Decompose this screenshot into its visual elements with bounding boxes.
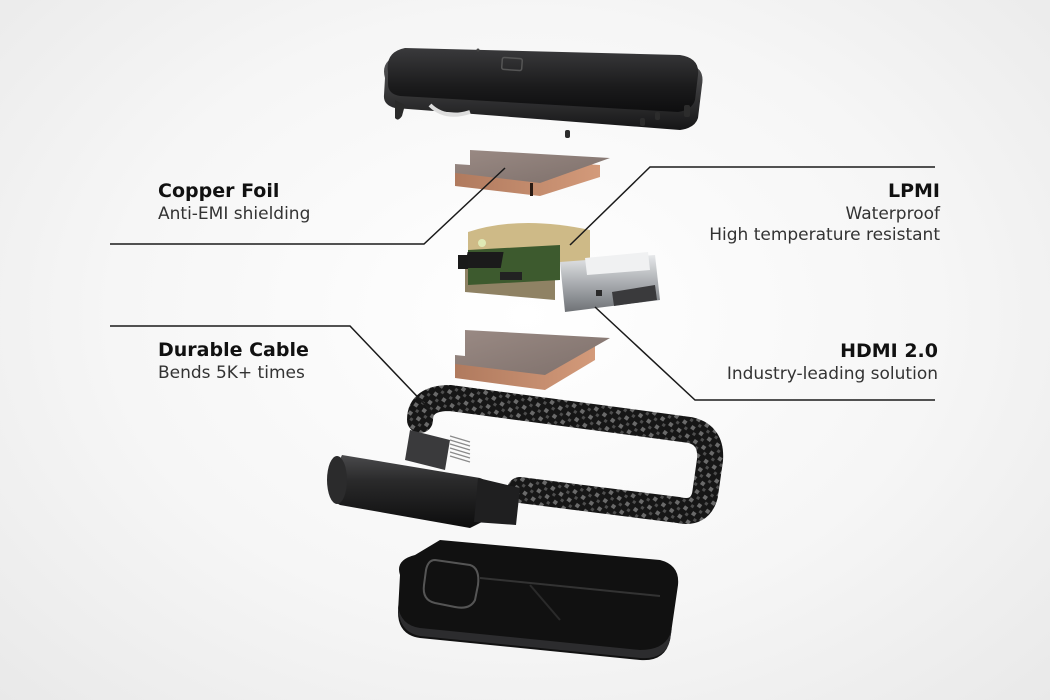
top-housing xyxy=(383,48,703,138)
pcb-hdmi-module xyxy=(458,222,660,312)
callout-hdmi: HDMI 2.0 Industry-leading solution xyxy=(727,340,938,385)
callout-line: Waterproof xyxy=(845,203,940,224)
leader-hdmi xyxy=(594,306,935,401)
leader-copper-foil xyxy=(110,167,506,245)
callout-durable-cable: Durable Cable Bends 5K+ times xyxy=(158,339,309,384)
copper-foil-top xyxy=(455,150,610,196)
callout-subtitle: Anti-EMI shielding xyxy=(158,203,311,224)
leader-durable-cable xyxy=(110,325,433,413)
leader-lpmi xyxy=(569,166,935,246)
callout-subtitle: Industry-leading solution xyxy=(726,363,938,384)
bottom-housing xyxy=(398,540,679,661)
callout-title: Durable Cable xyxy=(158,339,309,361)
braided-cable xyxy=(327,384,724,528)
copper-foil-bottom xyxy=(455,330,610,390)
callout-title: Copper Foil xyxy=(158,180,280,202)
callout-lpmi: LPMI Waterproof High temperature resista… xyxy=(709,180,940,246)
leader-lines xyxy=(110,166,935,413)
callout-title: HDMI 2.0 xyxy=(840,340,938,362)
callout-title: LPMI xyxy=(887,180,940,202)
callout-line: High temperature resistant xyxy=(709,225,940,245)
callout-copper-foil: Copper Foil Anti-EMI shielding xyxy=(158,180,310,225)
callout-subtitle: Bends 5K+ times xyxy=(158,362,305,383)
connector-pins xyxy=(449,435,471,463)
